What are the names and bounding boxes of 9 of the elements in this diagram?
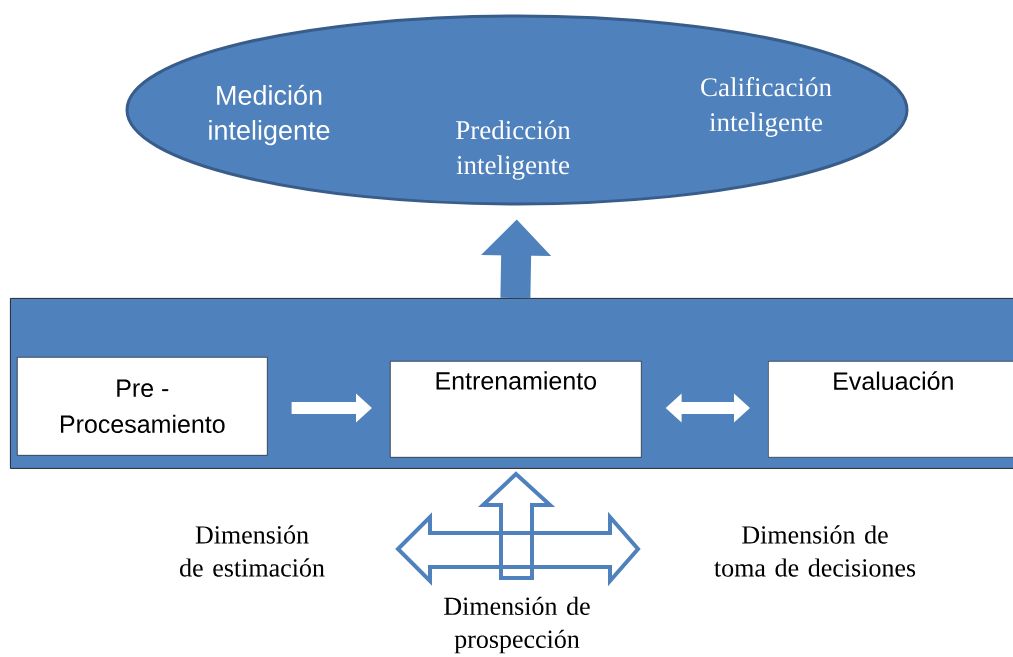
ellipse-text: Predicción inteligente (456, 120, 571, 180)
process-box: Evaluación (768, 361, 1013, 458)
dimension-label: Dimensión de prospección (444, 596, 590, 654)
process-box: Entrenamiento (390, 361, 642, 458)
ellipse-text: Medición inteligente (209, 84, 330, 146)
ellipse-text: Calificación inteligente (701, 77, 832, 137)
dimension-label: Dimensión de estimación (180, 525, 325, 577)
process-box: Pre - Procesamiento (17, 357, 268, 456)
dimension-label: Dimensión de toma de decisiones (714, 525, 916, 577)
